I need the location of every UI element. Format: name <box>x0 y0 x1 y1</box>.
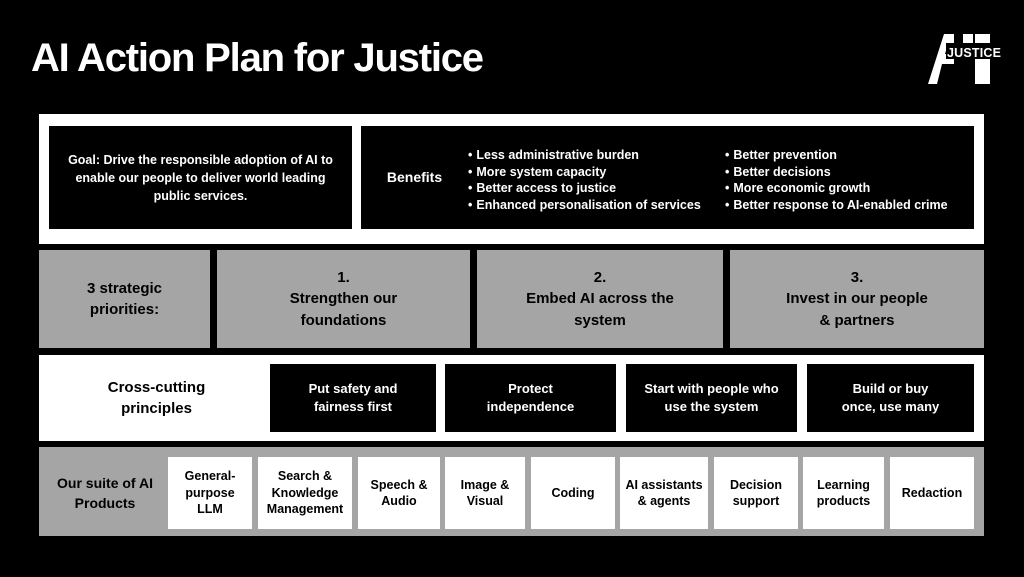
product-decision-support: Decision support <box>714 457 798 529</box>
priority-1: 1. Strengthen our foundations <box>217 250 470 348</box>
priority-text: Embed AI across the system <box>526 290 674 329</box>
product-learning: Learning products <box>803 457 884 529</box>
principle-safety: Put safety and fairness first <box>270 364 436 432</box>
product-text: Decision support <box>729 477 783 509</box>
priorities-label: 3 strategic priorities: <box>39 250 210 348</box>
products-label: Our suite of AI Products <box>49 457 161 529</box>
benefit-item: Better response to AI-enabled crime <box>725 197 947 214</box>
principles-label-text: Cross-cutting principles <box>107 379 206 417</box>
benefits-label: Benefits <box>386 169 443 185</box>
principle-independence: Protect independence <box>445 364 616 432</box>
priority-number: 1. <box>337 268 350 286</box>
product-redaction: Redaction <box>890 457 974 529</box>
product-text: Speech & Audio <box>370 477 428 509</box>
priority-number: 2. <box>593 268 607 286</box>
product-text: Coding <box>551 485 595 500</box>
priority-text: Strengthen our foundations <box>289 290 398 329</box>
product-general-llm: General-purpose LLM <box>168 457 252 529</box>
product-text: AI assistants & agents <box>625 477 703 509</box>
principle-text: Protect independence <box>486 381 575 414</box>
principle-people: Start with people who use the system <box>626 364 797 432</box>
principle-text: Start with people who use the system <box>644 381 779 414</box>
benefit-item: Better prevention <box>725 147 948 164</box>
benefit-item: Less administrative burden <box>468 147 701 164</box>
priority-text: Invest in our people & partners <box>786 290 928 329</box>
product-text: Redaction <box>901 485 963 500</box>
principle-text: Build or buy once, use many <box>841 381 940 414</box>
product-text: Image & Visual <box>460 477 510 509</box>
priority-2: 2. Embed AI across the system <box>477 250 723 348</box>
product-ai-assistants: AI assistants & agents <box>620 457 708 529</box>
principles-label: Cross-cutting principles <box>49 364 264 432</box>
benefit-item: Enhanced personalisation of services <box>468 197 700 214</box>
page-title: AI Action Plan for Justice <box>31 36 484 80</box>
product-text: General-purpose LLM <box>184 469 236 517</box>
products-label-text: Our suite of AI Products <box>57 475 153 511</box>
priorities-label-text: 3 strategic priorities: <box>86 280 163 318</box>
product-search-knowledge: Search & Knowledge Management <box>258 457 352 529</box>
product-text: Learning products <box>816 477 871 509</box>
logo-wordmark: JUSTICE <box>947 46 1002 60</box>
benefit-item: More system capacity <box>468 164 701 181</box>
product-image-visual: Image & Visual <box>445 457 525 529</box>
principle-build-or-buy: Build or buy once, use many <box>807 364 974 432</box>
goal-box: Goal: Drive the responsible adoption of … <box>49 126 352 229</box>
benefit-item: Better access to justice <box>468 180 701 197</box>
ai-logo-icon <box>928 34 990 84</box>
priority-number: 3. <box>850 268 864 286</box>
principle-text: Put safety and fairness first <box>308 381 398 414</box>
product-text: Search & Knowledge Management <box>266 469 344 517</box>
benefits-list-right: Better prevention Better decisions More … <box>725 147 948 214</box>
product-coding: Coding <box>531 457 615 529</box>
ai-justice-logo: JUSTICE <box>928 34 1001 84</box>
product-speech-audio: Speech & Audio <box>358 457 440 529</box>
benefit-item: More economic growth <box>725 180 948 197</box>
benefit-item: Better decisions <box>725 164 948 181</box>
priority-3: 3. Invest in our people & partners <box>730 250 984 348</box>
benefits-list-left: Less administrative burden More system c… <box>468 147 701 214</box>
